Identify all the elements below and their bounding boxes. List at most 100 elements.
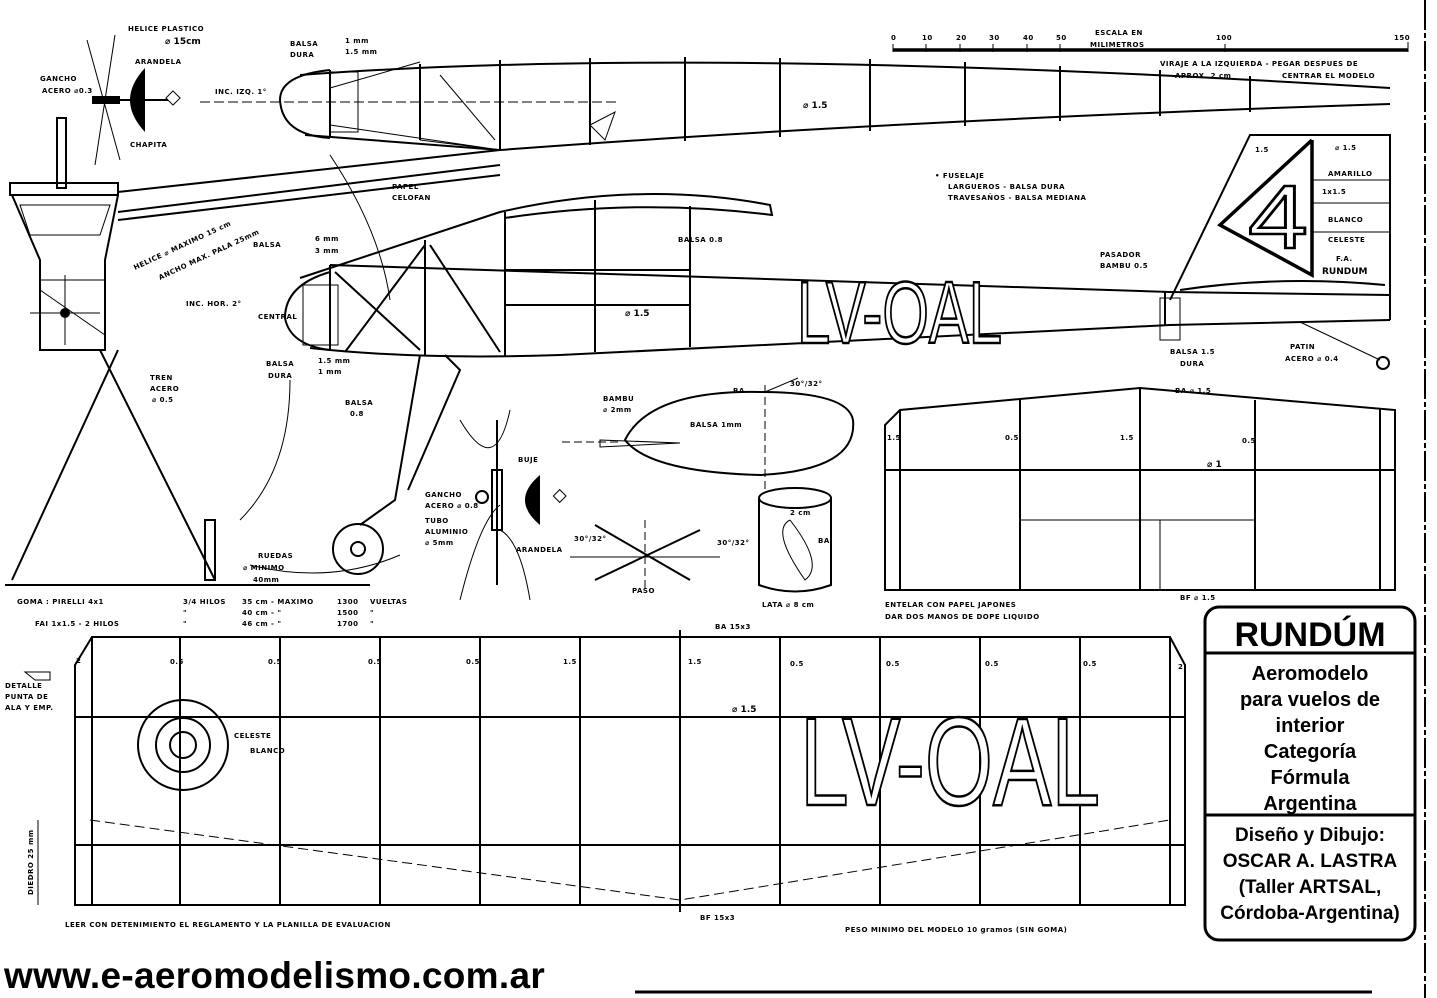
label: CELESTE xyxy=(234,732,271,740)
label: DAR DOS MANOS DE DOPE LIQUIDO xyxy=(885,613,1040,621)
rib-label: 0.5 xyxy=(170,658,184,666)
rubber-cell: 40 cm - " xyxy=(242,609,282,617)
title-desc-line: Fórmula xyxy=(1271,767,1351,789)
label: AMARILLO xyxy=(1328,170,1372,178)
label: ACERO ⌀ 0.8 xyxy=(425,502,479,510)
label: TRAVESAÑOS - BALSA MEDIANA xyxy=(948,193,1086,202)
scale-tick: 30 xyxy=(989,34,1000,42)
rubber-cell: FAI 1x1.5 - 2 HILOS xyxy=(35,620,119,628)
rib-label: 0.5 xyxy=(368,658,382,666)
label: 30°/32° xyxy=(790,380,823,388)
website-url: www.e-aeromodelismo.com.ar xyxy=(4,955,546,996)
label: ACERO ⌀ 0.4 xyxy=(1285,355,1339,363)
label: VIRAJE A LA IZQUIERDA - PEGAR DESPUES DE xyxy=(1160,60,1358,68)
label: APROX. 2 cm xyxy=(1175,72,1231,80)
label: 1.5 xyxy=(1255,146,1269,154)
label: ACERO xyxy=(150,385,179,393)
label: 30°/32° xyxy=(717,539,750,547)
title-name: RUNDÚM xyxy=(1234,616,1385,654)
tail-number: 4 xyxy=(1248,168,1308,268)
scale-bar: 0 10 20 30 40 50 100 150 ESCALA EN MILIM… xyxy=(891,29,1410,52)
label: 1x1.5 xyxy=(1322,188,1346,196)
rib-label: 0.5 xyxy=(268,658,282,666)
label: BA xyxy=(733,387,745,395)
label: BF ⌀ 1.5 xyxy=(1180,594,1216,602)
label: DIEDRO 25 mm xyxy=(27,829,35,895)
label: ⌀ 2mm xyxy=(603,406,632,414)
label: PASO xyxy=(632,587,655,595)
rubber-cell: 35 cm - MAXIMO xyxy=(242,598,314,606)
fuselage-top-view: BALSA DURA 1 mm 1.5 mm INC. IZQ. 1° ⌀ 1.… xyxy=(200,37,1391,152)
label: 0.5 xyxy=(1005,434,1019,442)
rubber-cell: GOMA : PIRELLI 4x1 xyxy=(17,598,104,606)
label: TUBO xyxy=(425,517,449,525)
label: ⌀ 1.5 xyxy=(1335,144,1357,152)
label: BALSA 0.8 xyxy=(678,236,723,244)
label: CELOFAN xyxy=(392,194,431,202)
title-desc-line: interior xyxy=(1276,715,1345,737)
label: 1.5 xyxy=(887,434,901,442)
label: 1 mm xyxy=(345,37,369,45)
label: BA 15x3 xyxy=(715,623,751,631)
stabilizer: BA ⌀ 1.5 1.5 0.5 1.5 0.5 ⌀ 1 BF ⌀ 1.5 EN… xyxy=(884,386,1396,621)
rib-label: 0.5 xyxy=(1083,660,1097,668)
title-block: RUNDÚM Aeromodelo para vuelos de interio… xyxy=(1203,605,1417,942)
label: BALSA xyxy=(290,40,318,48)
rubber-cell: 1500 xyxy=(337,609,358,617)
label: BALSA xyxy=(253,241,281,249)
label: 2 cm xyxy=(790,509,811,517)
label: HELICE PLASTICO xyxy=(128,25,204,33)
scale-tick: 40 xyxy=(1023,34,1034,42)
credits-line: OSCAR A. LASTRA xyxy=(1223,851,1398,872)
side-registration: LV-OAL xyxy=(797,263,1002,362)
fuselage-side-view: 4 LV-OAL PAPEL CELOFAN HELICE ⌀ MAXIMO 1… xyxy=(132,134,1391,584)
label: BALSA xyxy=(266,360,294,368)
label: BALSA 1.5 xyxy=(1170,348,1215,356)
label: ⌀ 5mm xyxy=(425,539,454,547)
rib-label: 1.5 xyxy=(688,658,702,666)
label: PASADOR xyxy=(1100,251,1141,259)
label: 40mm xyxy=(253,576,279,584)
label: 1.5 mm xyxy=(345,48,377,56)
rib-label: 1.5 xyxy=(563,658,577,666)
propeller-top-detail: HELICE PLASTICO ⌀ 15cm ARANDELA GANCHO A… xyxy=(40,25,204,189)
scale-tick: 150 xyxy=(1394,34,1410,42)
rubber-cell: " xyxy=(370,609,374,617)
rib-label: 2 xyxy=(76,657,81,665)
label: ARANDELA xyxy=(516,546,563,554)
label: 3 mm xyxy=(315,247,339,255)
label: GANCHO xyxy=(40,75,77,83)
label: 1 mm xyxy=(318,368,342,376)
label: LARGUEROS - BALSA DURA xyxy=(948,183,1065,191)
label: BF 15x3 xyxy=(700,914,735,922)
rubber-cell: " xyxy=(183,609,187,617)
label: BA ⌀ 1.5 xyxy=(1175,387,1211,395)
scale-tick: 50 xyxy=(1056,34,1067,42)
rubber-cell: VUELTAS xyxy=(370,598,407,606)
label: ⌀ 1.5 xyxy=(732,705,757,715)
label: ALA Y EMP. xyxy=(5,704,54,712)
label: BLANCO xyxy=(1328,216,1363,224)
label: ⌀ 15cm xyxy=(165,37,201,47)
label: 0.8 xyxy=(350,410,364,418)
credits-line: Córdoba-Argentina) xyxy=(1220,903,1399,924)
label: 1.5 mm xyxy=(318,357,350,365)
rubber-cell: 46 cm - " xyxy=(242,620,282,628)
label: BAMBU xyxy=(603,395,634,403)
label: 1.5 xyxy=(1120,434,1134,442)
label: ⌀ 0.5 xyxy=(152,396,174,404)
rib-label: 0.5 xyxy=(886,660,900,668)
rib-label: 0.5 xyxy=(466,658,480,666)
scale-title: ESCALA EN xyxy=(1095,29,1143,37)
label: ⌀ 1.5 xyxy=(625,309,650,319)
label: F.A. xyxy=(1336,255,1353,263)
label: DETALLE xyxy=(5,682,42,690)
title-desc-line: Categoría xyxy=(1264,741,1357,763)
rib-label: 2 xyxy=(1178,663,1183,671)
wing-registration: LV-OAL xyxy=(800,693,1100,832)
rubber-table: GOMA : PIRELLI 4x1 3/4 HILOS 35 cm - MAX… xyxy=(17,598,407,628)
label: CELESTE xyxy=(1328,236,1365,244)
label: ⌀ 1.5 xyxy=(803,101,828,111)
